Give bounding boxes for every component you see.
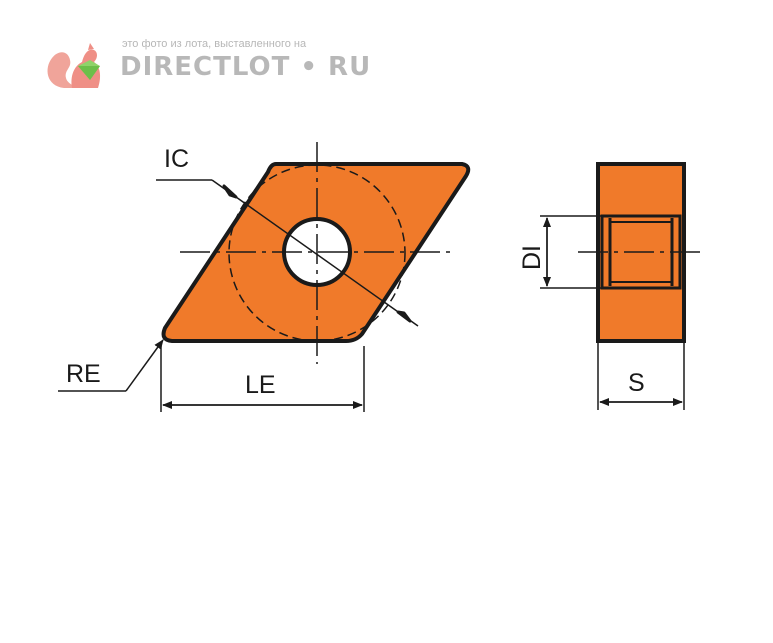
ic-arrow-lower bbox=[396, 310, 412, 323]
s-label: S bbox=[628, 369, 645, 397]
re-label: RE bbox=[66, 360, 101, 388]
squirrel-gem-icon bbox=[47, 43, 101, 88]
watermark: это фото из лота, выставленного на DIREC… bbox=[44, 36, 370, 94]
ic-label: IC bbox=[164, 145, 189, 173]
ic-arrow-upper bbox=[222, 184, 238, 199]
ic-dimension-line bbox=[211, 179, 419, 327]
di-label: DI bbox=[518, 245, 546, 270]
re-leader-diagonal bbox=[125, 339, 164, 392]
watermark-brand: DIRECTLOT • RU bbox=[120, 52, 372, 82]
watermark-caption: это фото из лота, выставленного на bbox=[122, 38, 307, 50]
le-label: LE bbox=[245, 371, 276, 399]
